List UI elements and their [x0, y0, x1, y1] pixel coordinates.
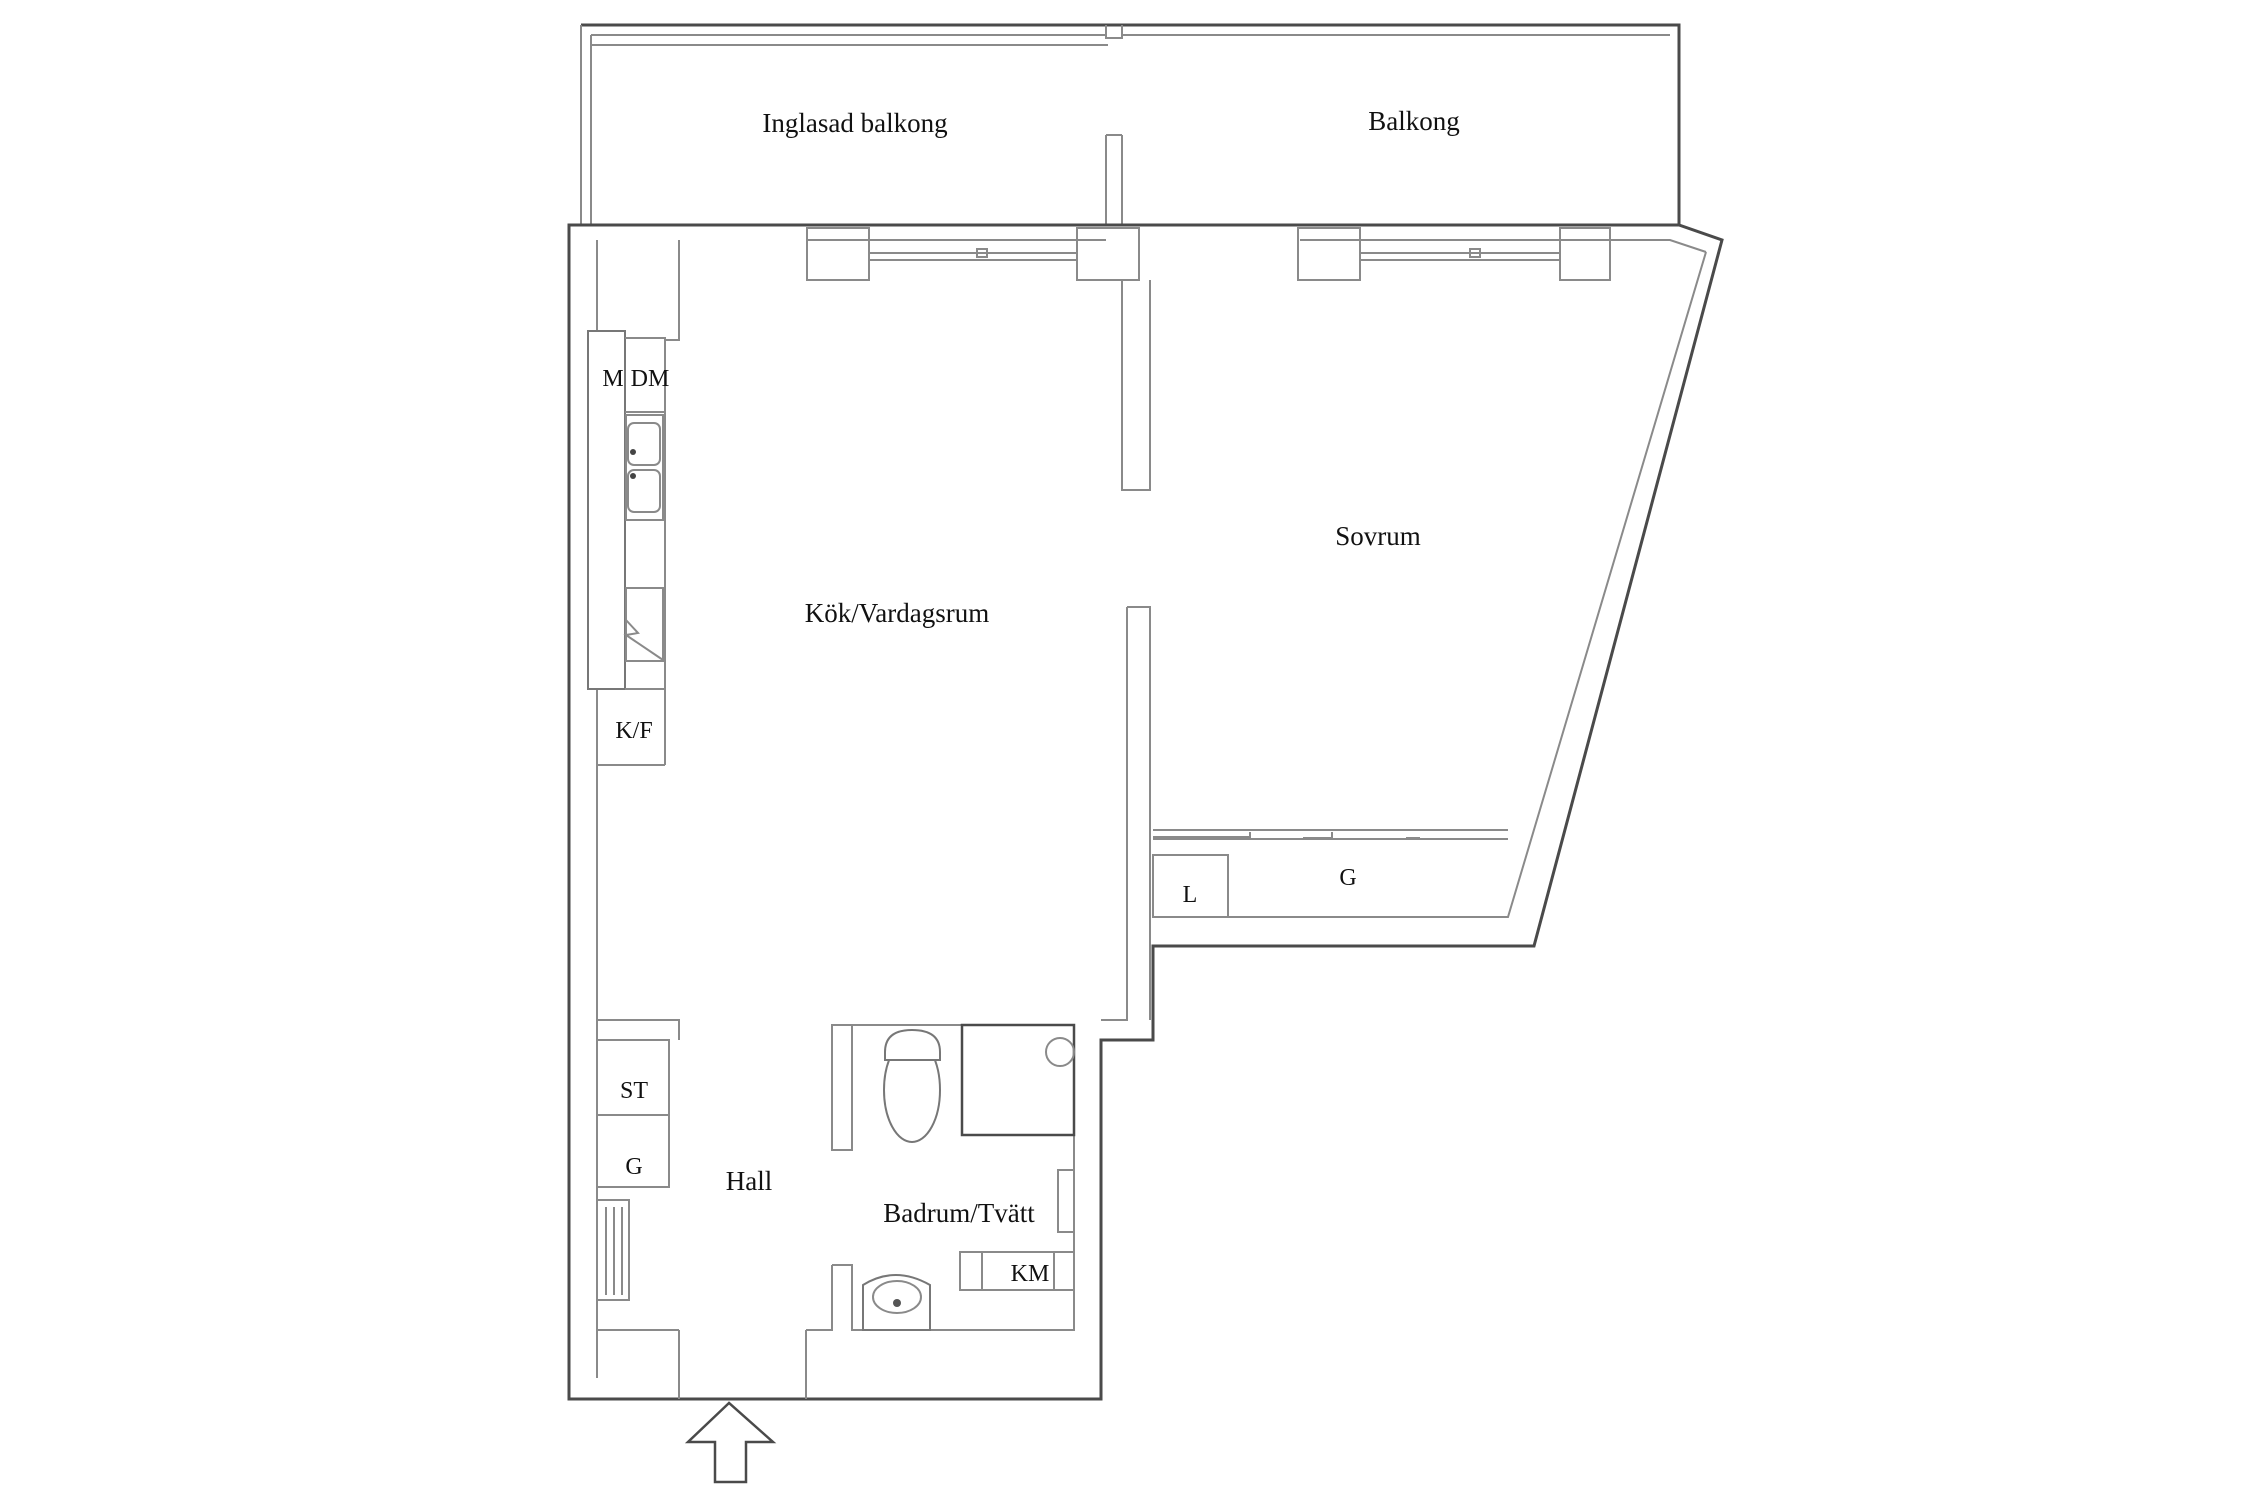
kitchen-counter: [587, 330, 666, 766]
bathroom-fixtures: [862, 1023, 1076, 1331]
room-label-bathroom: Badrum/Tvätt: [883, 1198, 1035, 1228]
windows: [806, 227, 1611, 281]
fixture-label-hall-closet: G: [625, 1154, 642, 1180]
fixture-label-linen-closet: L: [1183, 882, 1198, 908]
hall-storage: [596, 1039, 670, 1301]
bedroom-wardrobe: [1152, 829, 1508, 918]
room-label-glazed-balcony: Inglasad balkong: [762, 108, 947, 138]
fixture-label-microwave: M: [602, 366, 623, 392]
fixture-label-fridge-freezer: K/F: [615, 718, 652, 744]
fixture-label-dishwasher: DM: [631, 366, 670, 392]
fixture-label-bedroom-closet: G: [1339, 865, 1356, 891]
outer-walls: [567, 223, 1724, 1401]
room-label-hall: Hall: [726, 1166, 773, 1196]
entrance-arrow-icon: [684, 1401, 777, 1484]
balcony-structure: [580, 23, 1681, 225]
fixture-label-washing-machine: KM: [1011, 1261, 1050, 1287]
room-label-bedroom: Sovrum: [1335, 521, 1421, 551]
fixture-label-hall-storage: ST: [620, 1078, 648, 1104]
room-label-kitchen-living: Kök/Vardagsrum: [805, 598, 989, 628]
interior-walls: [597, 240, 1151, 1399]
room-label-balcony: Balkong: [1368, 106, 1460, 136]
